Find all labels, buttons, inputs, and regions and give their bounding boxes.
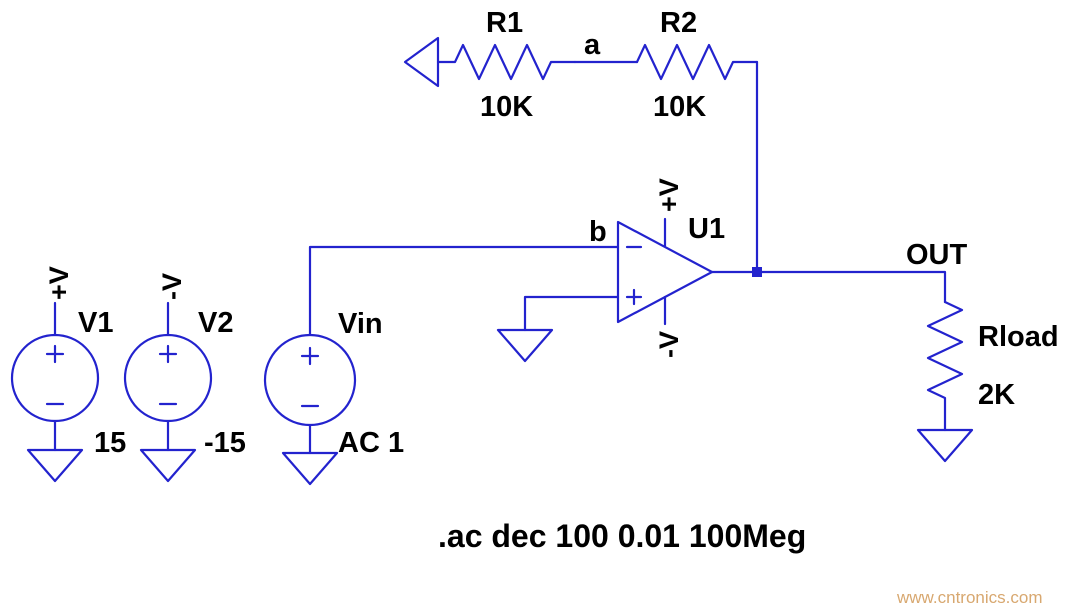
output-net: OUT [710,239,968,304]
ground-symbol [26,448,84,483]
component-value: -15 [204,427,246,459]
plus-mark [158,344,178,364]
noninverting-input-mark [625,288,643,306]
node-out-label: OUT [906,239,968,271]
ground-symbol [281,451,339,486]
spice-directive: .ac dec 100 0.01 100Meg [438,518,806,554]
opamp-pos-rail-label: +V [654,178,684,212]
ground-symbol [916,428,974,463]
component-value: 10K [480,91,533,123]
component-label: Rload [978,321,1059,353]
component-value: AC 1 [338,427,404,459]
plus-mark [300,346,320,366]
opamp-u1: +V -V U1 [616,178,725,358]
rail-label: +V [44,266,74,300]
component-label: Vin [338,308,383,340]
wire-noninverting [523,295,620,332]
voltage-source-v2: -V V2 -15 [123,273,246,483]
component-value: 10K [653,91,706,123]
resistor-body [436,43,577,81]
wire-out [710,270,947,304]
component-label: R1 [486,7,523,39]
node-a-label: a [584,29,601,61]
wire-node-b [308,245,620,337]
component-label: R2 [660,7,697,39]
resistor-body [635,43,759,81]
opamp-neg-rail-label: -V [654,331,684,358]
component-value: 15 [94,427,126,459]
resistor-r2: R2 10K [635,7,759,123]
ground-symbol [139,448,197,483]
junction-node [752,267,762,277]
resistor-rload: Rload 2K [916,300,1059,463]
ground-symbol [403,36,440,88]
component-label: U1 [688,213,725,245]
resistor-body [926,300,964,432]
voltage-source-vin: Vin AC 1 [263,308,404,486]
component-value: 2K [978,379,1015,411]
ground-symbol [496,328,554,363]
rail-label: -V [157,273,187,300]
noninverting-ground-net [496,295,620,363]
voltage-source-v1: +V V1 15 [10,266,126,483]
plus-mark [45,344,65,364]
component-label: V1 [78,307,113,339]
resistor-r1: R1 10K [436,7,577,123]
watermark: www.cntronics.com [896,588,1042,607]
node-b-label: b [589,216,607,248]
component-label: V2 [198,307,233,339]
ground-left-arrow [403,36,440,88]
